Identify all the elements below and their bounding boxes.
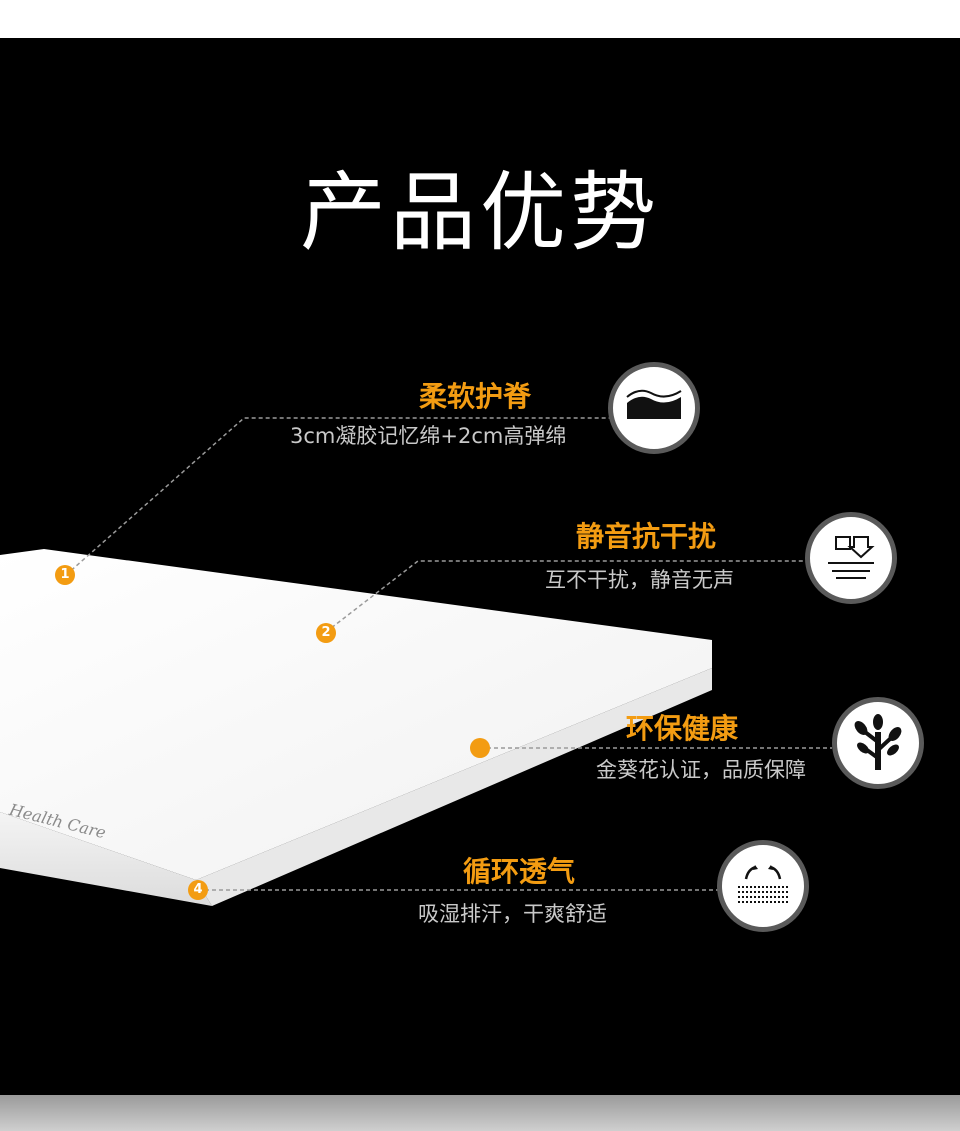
top-white-strip <box>0 0 960 38</box>
page-title: 产品优势 <box>300 163 660 263</box>
foam-layer-icon <box>608 362 700 454</box>
feature-desc-silent: 互不干扰，静音无声 <box>545 568 734 592</box>
marker-3 <box>470 738 490 758</box>
leader-line-2 <box>325 560 805 633</box>
breathable-icon <box>717 840 809 932</box>
leader-line-1 <box>65 417 610 576</box>
feature-title-soft: 柔软护脊 <box>419 380 532 413</box>
feature-desc-soft: 3cm凝胶记忆绵+2cm高弹绵 <box>290 424 567 448</box>
mattress-top <box>0 549 712 880</box>
tree-icon <box>832 697 924 789</box>
marker-2: 2 <box>316 623 336 643</box>
feature-desc-eco: 金葵花认证，品质保障 <box>596 758 806 782</box>
bottom-gray-strip <box>0 1095 960 1131</box>
feature-desc-breathable: 吸湿排汗，干爽舒适 <box>418 902 607 926</box>
feature-title-breathable: 循环透气 <box>463 855 576 888</box>
mattress-side-edge <box>0 812 212 906</box>
marker-4: 4 <box>188 880 208 900</box>
feature-title-eco: 环保健康 <box>626 712 739 745</box>
feature-title-silent: 静音抗干扰 <box>576 520 717 553</box>
mattress-right-edge <box>196 640 712 906</box>
anti-interference-icon <box>805 512 897 604</box>
marker-1: 1 <box>55 565 75 585</box>
